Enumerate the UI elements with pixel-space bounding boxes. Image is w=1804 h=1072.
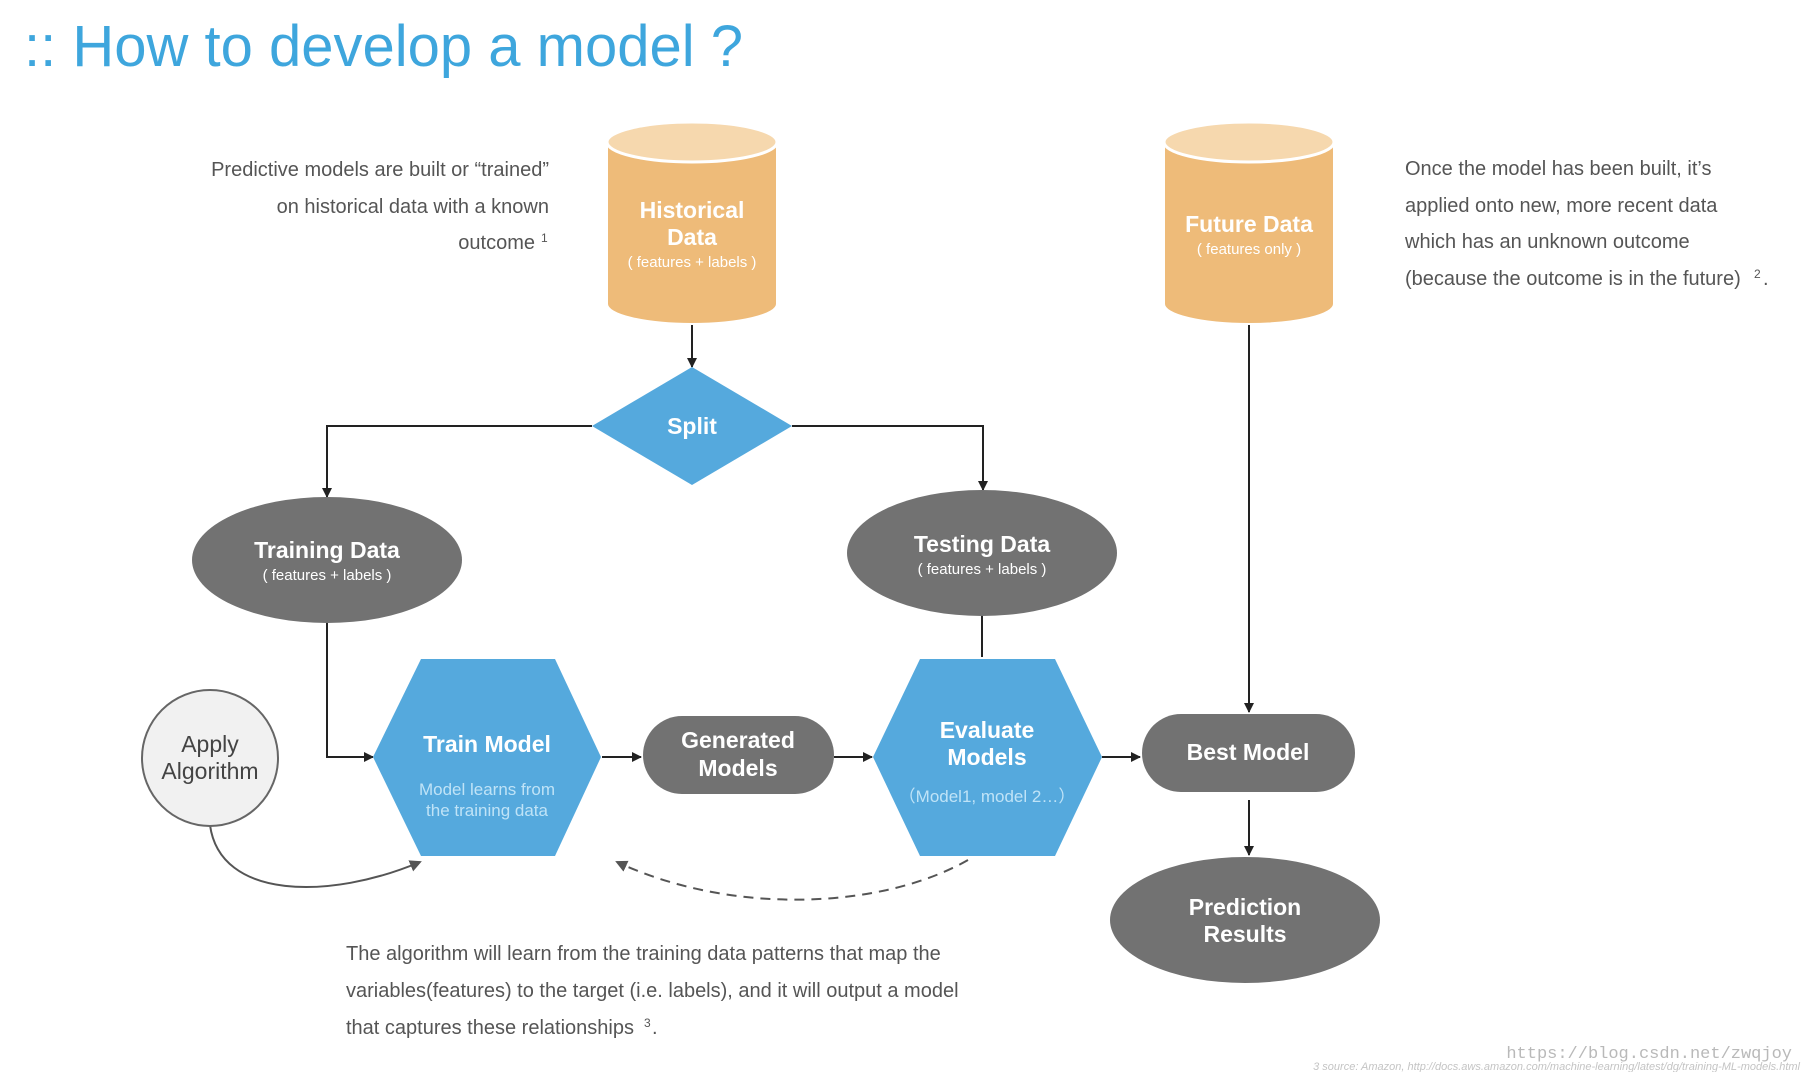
future-data-subtitle: ( features only ) [1197, 241, 1301, 258]
historical-data-title: Data [667, 224, 717, 250]
left-note-footnote: 1 [541, 231, 548, 245]
generated-models-node: Generated Models [643, 716, 834, 794]
right-note-line: which has an unknown outcome [1404, 231, 1690, 253]
apply-algorithm-label: Algorithm [161, 758, 258, 784]
generated-models-title: Generated [681, 727, 795, 753]
training-data-title: Training Data [254, 537, 400, 563]
future-data-title: Future Data [1185, 211, 1313, 237]
bottom-note-line: variables(features) to the target (i.e. … [346, 980, 959, 1002]
train-model-description: Model learns from [419, 780, 555, 799]
testing-data-node: Testing Data ( features + labels ) [847, 490, 1117, 616]
prediction-results-title: Results [1203, 921, 1286, 947]
left-note-line: on historical data with a known [277, 196, 549, 218]
bottom-note: The algorithm will learn from the traini… [346, 943, 959, 1039]
prediction-results-title: Prediction [1189, 894, 1301, 920]
best-model-node: Best Model [1142, 714, 1355, 792]
split-label: Split [667, 413, 717, 439]
train-model-hexagon: Train Model Model learns from the traini… [373, 659, 601, 856]
left-note-line: Predictive models are built or “trained” [211, 159, 549, 181]
historical-data-subtitle: ( features + labels ) [628, 254, 757, 271]
source-footnote: 3 source: Amazon, http://docs.aws.amazon… [1313, 1061, 1800, 1072]
left-note: Predictive models are built or “trained”… [211, 159, 549, 254]
train-model-description: the training data [426, 801, 548, 820]
split-diamond: Split [592, 367, 792, 485]
train-model-title: Train Model [423, 731, 551, 757]
best-model-title: Best Model [1187, 739, 1310, 765]
right-note-line: (because the outcome is in the future) [1405, 268, 1741, 290]
evaluate-models-hexagon: Evaluate Models （Model1, model 2…） [873, 659, 1102, 856]
arrow-algorithm-to-train-model [209, 824, 422, 889]
testing-data-subtitle: ( features + labels ) [918, 561, 1047, 578]
cylinder-top [605, 120, 779, 164]
generated-models-title: Models [698, 755, 777, 781]
arrow-split-to-training [322, 425, 592, 498]
right-note-line: applied onto new, more recent data [1405, 195, 1718, 217]
right-note: Once the model has been built, it’s appl… [1404, 158, 1769, 290]
testing-data-title: Testing Data [914, 531, 1051, 557]
right-note-end: . [1763, 268, 1769, 290]
right-note-footnote: 2 [1754, 267, 1761, 281]
training-data-subtitle: ( features + labels ) [263, 567, 392, 584]
historical-data-title: Historical [640, 197, 745, 223]
apply-algorithm-node: Apply Algorithm [141, 689, 279, 827]
apply-algorithm-label: Apply [181, 731, 239, 757]
historical-data-cylinder: Historical Data ( features + labels ) [605, 120, 779, 325]
bottom-note-line: that captures these relationships [346, 1017, 634, 1039]
connectors [322, 325, 1254, 856]
evaluate-models-title: Models [947, 744, 1026, 770]
evaluate-models-title: Evaluate [940, 717, 1035, 743]
cylinder-top [1162, 120, 1336, 164]
arrow-training-to-train-model [326, 622, 374, 762]
prediction-results-node: Prediction Results [1110, 857, 1380, 983]
right-note-line: Once the model has been built, it’s [1405, 158, 1711, 180]
page-title: :: How to develop a model ? [24, 14, 743, 79]
bottom-note-end: . [652, 1017, 658, 1039]
left-note-line: outcome [458, 232, 535, 254]
evaluate-models-description: （Model1, model 2…） [899, 787, 1076, 806]
arrow-evaluate-feedback [615, 859, 969, 901]
training-data-node: Training Data ( features + labels ) [192, 497, 462, 623]
bottom-note-footnote: 3 [644, 1016, 651, 1030]
future-data-cylinder: Future Data ( features only ) [1162, 120, 1336, 325]
bottom-note-line: The algorithm will learn from the traini… [346, 943, 941, 965]
watermark: https://blog.csdn.net/zwqjoy [1506, 1045, 1792, 1064]
arrow-split-to-testing [792, 425, 988, 491]
